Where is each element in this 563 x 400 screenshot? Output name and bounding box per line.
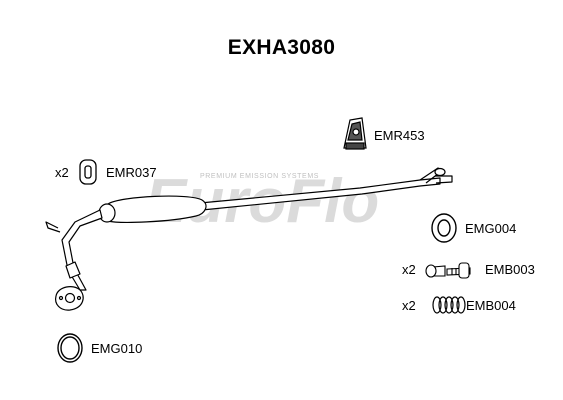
part-number-title: EXHA3080: [227, 36, 336, 59]
emg010-ring-gasket: [57, 333, 83, 363]
emb003-qty: x2: [402, 262, 416, 277]
emg010-code: EMG010: [91, 341, 143, 356]
emr453-code: EMR453: [374, 128, 425, 143]
emb004-spring: [432, 296, 466, 314]
emb004-code: EMB004: [466, 298, 516, 313]
exhaust-pipe-assembly: [45, 167, 453, 311]
emr037-code: EMR037: [106, 165, 157, 180]
emg004-code: EMG004: [465, 221, 517, 236]
emb003-bolt: [425, 262, 471, 279]
emb003-code: EMB003: [485, 262, 535, 277]
emr453-bracket-hanger: [343, 117, 367, 150]
emr037-rubber-hanger: [79, 159, 97, 185]
emr037-qty: x2: [55, 165, 69, 180]
emg004-gasket: [431, 213, 457, 243]
watermark-tagline: PREMIUM EMISSION SYSTEMS: [200, 173, 319, 180]
emb004-qty: x2: [402, 298, 416, 313]
